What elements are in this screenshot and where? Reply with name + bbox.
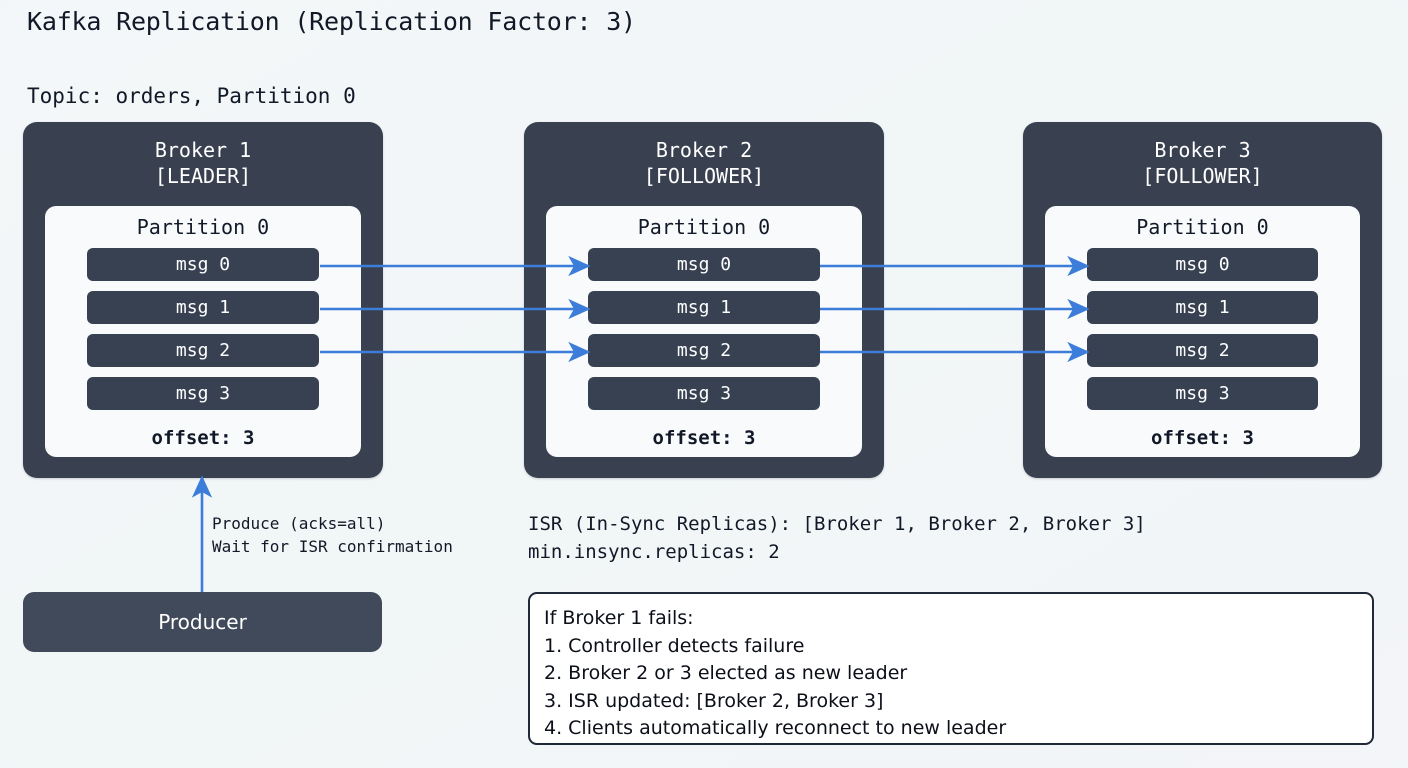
broker-3-partition-title: Partition 0: [1136, 215, 1269, 239]
broker-2-message-list: msg 0 msg 1 msg 2 msg 3: [588, 248, 820, 420]
broker-3-message-list: msg 0 msg 1 msg 2 msg 3: [1087, 248, 1318, 420]
produce-arrow-label: Produce (acks=all) Wait for ISR confirma…: [212, 514, 453, 556]
broker-card-3[interactable]: Broker 3 [FOLLOWER] Partition 0 msg 0 ms…: [1023, 122, 1382, 478]
message-item[interactable]: msg 1: [87, 291, 319, 324]
message-item[interactable]: msg 3: [1087, 377, 1318, 410]
message-item[interactable]: msg 0: [1087, 248, 1318, 281]
broker-1-partition-title: Partition 0: [136, 215, 270, 239]
message-item[interactable]: msg 2: [1087, 334, 1318, 367]
broker-3-offset: offset: 3: [1151, 427, 1254, 449]
producer-label: Producer: [158, 610, 247, 634]
isr-info-text: ISR (In-Sync Replicas): [Broker 1, Broke…: [528, 513, 1146, 563]
broker-2-partition: Partition 0 msg 0 msg 1 msg 2 msg 3 offs…: [546, 206, 862, 457]
broker-2-partition-title: Partition 0: [637, 215, 771, 239]
broker-3-name: Broker 3: [1154, 138, 1251, 162]
message-item[interactable]: msg 0: [87, 248, 319, 281]
failover-procedure-text: If Broker 1 fails: 1. Controller detects…: [544, 607, 1007, 739]
broker-1-offset: offset: 3: [151, 427, 255, 449]
message-item[interactable]: msg 3: [588, 377, 820, 410]
message-item[interactable]: msg 1: [588, 291, 820, 324]
broker-card-1[interactable]: Broker 1 [LEADER] Partition 0 msg 0 msg …: [23, 122, 383, 478]
topic-partition-subtitle: Topic: orders, Partition 0: [27, 84, 356, 108]
broker-1-message-list: msg 0 msg 1 msg 2 msg 3: [87, 248, 319, 420]
broker-card-2[interactable]: Broker 2 [FOLLOWER] Partition 0 msg 0 ms…: [524, 122, 884, 478]
message-item[interactable]: msg 2: [87, 334, 319, 367]
message-item[interactable]: msg 2: [588, 334, 820, 367]
message-item[interactable]: msg 1: [1087, 291, 1318, 324]
broker-2-name: Broker 2: [655, 138, 753, 162]
broker-2-role: [FOLLOWER]: [643, 164, 765, 188]
broker-2-offset: offset: 3: [652, 427, 756, 449]
broker-1-role: [LEADER]: [154, 164, 252, 188]
broker-3-role: [FOLLOWER]: [1142, 164, 1263, 188]
message-item[interactable]: msg 3: [87, 377, 319, 410]
broker-1-name: Broker 1: [154, 138, 252, 162]
broker-1-partition: Partition 0 msg 0 msg 1 msg 2 msg 3 offs…: [45, 206, 361, 457]
broker-3-partition: Partition 0 msg 0 msg 1 msg 2 msg 3 offs…: [1045, 206, 1360, 457]
failover-procedure-box: If Broker 1 fails: 1. Controller detects…: [528, 592, 1374, 745]
producer-box[interactable]: Producer: [23, 592, 382, 652]
page-title: Kafka Replication (Replication Factor: 3…: [27, 7, 636, 36]
message-item[interactable]: msg 0: [588, 248, 820, 281]
